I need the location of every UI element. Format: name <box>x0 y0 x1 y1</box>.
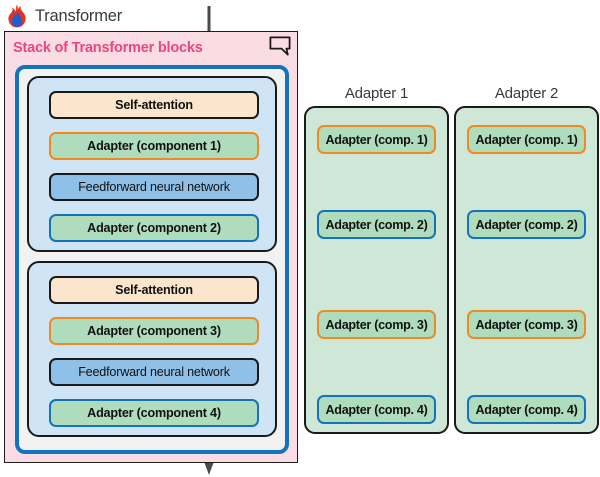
adapter-comp-3-chip[interactable]: Adapter (comp. 3) <box>317 310 436 339</box>
adapter-component-1-box[interactable]: Adapter (component 1) <box>49 132 259 160</box>
adapter-comp-3-chip[interactable]: Adapter (comp. 3) <box>467 310 586 339</box>
adapter-comp-1-chip[interactable]: Adapter (comp. 1) <box>467 125 586 154</box>
adapter-comp-2-chip[interactable]: Adapter (comp. 2) <box>317 210 436 239</box>
app-title-row: Transformer <box>6 2 122 30</box>
adapter-comp-2-chip[interactable]: Adapter (comp. 2) <box>467 210 586 239</box>
adapter-panel-1-wrapper: Adapter 1 Adapter (comp. 1) Adapter (com… <box>304 82 449 434</box>
adapter-comp-4-chip[interactable]: Adapter (comp. 4) <box>317 395 436 424</box>
adapter-panel-1: Adapter (comp. 1) Adapter (comp. 2) Adap… <box>304 106 449 434</box>
self-attention-box[interactable]: Self-attention <box>49 276 259 304</box>
transformer-blocks-frame: Self-attention Adapter (component 1) Fee… <box>15 65 289 454</box>
stack-of-transformer-blocks-panel: Stack of Transformer blocks Self-attenti… <box>4 31 298 463</box>
adapter-panel-2-wrapper: Adapter 2 Adapter (comp. 1) Adapter (com… <box>454 82 599 434</box>
feedforward-neural-network-box[interactable]: Feedforward neural network <box>49 173 259 201</box>
adapter-component-3-box[interactable]: Adapter (component 3) <box>49 317 259 345</box>
stack-panel-title: Stack of Transformer blocks <box>13 40 203 56</box>
adapter-component-4-box[interactable]: Adapter (component 4) <box>49 399 259 427</box>
adapter-panel-2-title: Adapter 2 <box>494 85 559 102</box>
adapter-component-2-box[interactable]: Adapter (component 2) <box>49 214 259 242</box>
adapter-comp-1-chip[interactable]: Adapter (comp. 1) <box>317 125 436 154</box>
adapter-comp-4-chip[interactable]: Adapter (comp. 4) <box>467 395 586 424</box>
transformer-block: Self-attention Adapter (component 1) Fee… <box>27 76 277 252</box>
self-attention-box[interactable]: Self-attention <box>49 91 259 119</box>
adapter-panel-2: Adapter (comp. 1) Adapter (comp. 2) Adap… <box>454 106 599 434</box>
flame-icon <box>8 4 26 27</box>
adapter-panel-1-title: Adapter 1 <box>344 85 409 102</box>
app-title-label: Transformer <box>35 6 123 25</box>
feedforward-neural-network-box[interactable]: Feedforward neural network <box>49 358 259 386</box>
speech-bubble-icon[interactable] <box>269 36 291 57</box>
transformer-block: Self-attention Adapter (component 3) Fee… <box>27 261 277 437</box>
